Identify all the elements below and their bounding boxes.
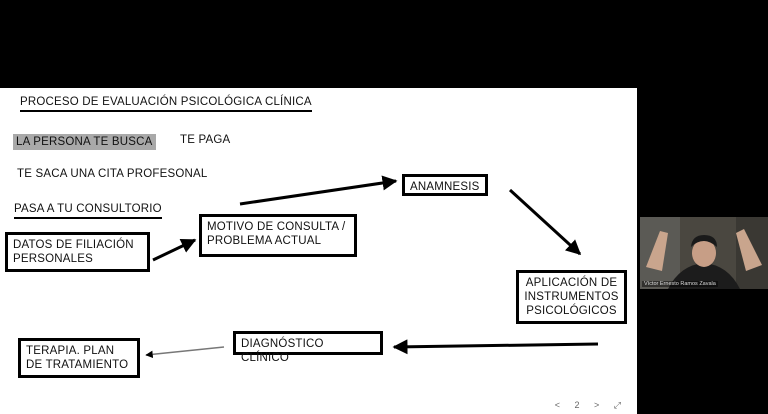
box-anamnesis: ANAMNESIS xyxy=(402,174,488,196)
slide-controls[interactable]: < 2 > ⤢ xyxy=(554,400,627,410)
text-pasa-consultorio: PASA A TU CONSULTORIO xyxy=(14,203,162,219)
text-te-paga: TE PAGA xyxy=(180,134,231,146)
box-diagnostico-clinico: DIAGNÓSTICO CLÍNICO xyxy=(233,331,383,364)
presentation-slide: PROCESO DE EVALUACIÓN PSICOLÓGICA CLÍNIC… xyxy=(0,88,637,414)
box-motivo-consulta: MOTIVO DE CONSULTA / PROBLEMA ACTUAL xyxy=(199,214,357,257)
slide-title: PROCESO DE EVALUACIÓN PSICOLÓGICA CLÍNIC… xyxy=(20,96,312,112)
arrow-diagnostico-to-terapia xyxy=(145,346,225,359)
box-terapia: TERAPIA. PLAN DE TRATAMIENTO xyxy=(18,338,140,378)
text-cita-profesional: TE SACA UNA CITA PROFESONAL xyxy=(17,168,208,180)
participant-video: Víctor Ernesto Ramos Zavala xyxy=(640,217,768,289)
box-datos-filiacion: DATOS DE FILIACIÓN PERSONALES xyxy=(5,232,150,272)
participant-avatar xyxy=(640,217,768,289)
arrow-motivo-to-anamnesis xyxy=(239,175,398,206)
text-persona-busca: LA PERSONA TE BUSCA xyxy=(13,134,156,150)
arrow-aplicacion-to-diagnostico xyxy=(392,339,599,355)
participant-name: Víctor Ernesto Ramos Zavala xyxy=(642,281,718,287)
flow-arrows xyxy=(145,175,599,359)
arrow-anamnesis-to-aplicacion xyxy=(508,188,582,256)
arrow-datos-to-motivo xyxy=(152,238,197,262)
box-aplicacion-instrumentos: APLICACIÓN DE INSTRUMENTOS PSICOLÓGICOS xyxy=(516,270,627,324)
